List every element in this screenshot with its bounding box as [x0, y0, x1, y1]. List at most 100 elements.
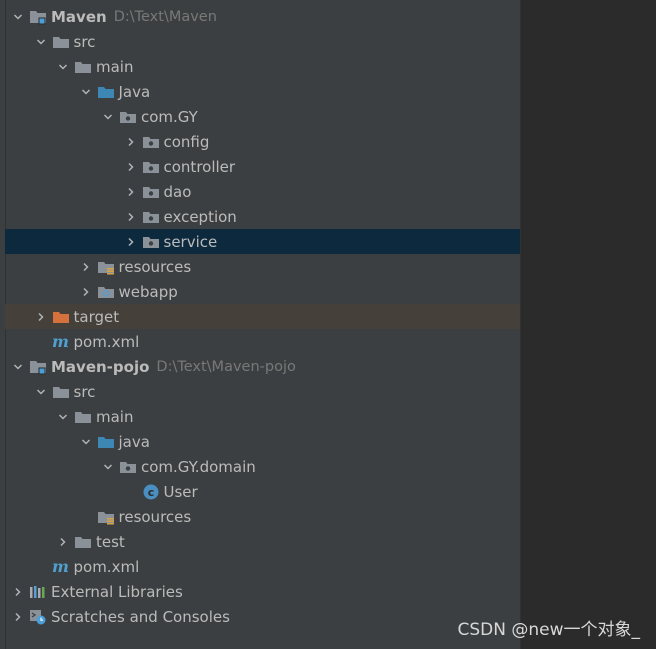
- chevron-down-icon[interactable]: [7, 4, 29, 29]
- package-icon: [119, 109, 137, 125]
- chevron-down-icon[interactable]: [30, 379, 52, 404]
- package-icon: [119, 459, 137, 475]
- watermark: CSDN @new一个对象_: [457, 620, 640, 640]
- chevron-down-icon[interactable]: [75, 429, 97, 454]
- tree-item-label: Maven-pojo: [51, 357, 150, 376]
- tree-item-label: src: [73, 32, 96, 51]
- web-folder-icon: [97, 284, 115, 300]
- svg-text:c: c: [147, 486, 154, 499]
- tree-row-main[interactable]: main: [5, 54, 520, 79]
- tree-item-label: Maven: [51, 7, 107, 26]
- chevron-right-icon[interactable]: [7, 604, 29, 629]
- editor-area: [521, 0, 656, 649]
- tree-row-resources[interactable]: resources: [5, 504, 520, 529]
- chevron-right-icon[interactable]: [30, 304, 52, 329]
- tree-item-label: src: [73, 382, 96, 401]
- package-icon: [142, 209, 160, 225]
- tree-row-external-libraries[interactable]: External Libraries: [5, 579, 520, 604]
- chevron-right-icon[interactable]: [52, 529, 74, 554]
- tree-item-label: controller: [163, 157, 236, 176]
- tree-item-label: External Libraries: [51, 582, 183, 601]
- no-arrow: [75, 504, 97, 529]
- tree-row-src[interactable]: src: [5, 379, 520, 404]
- chevron-down-icon[interactable]: [52, 54, 74, 79]
- tree-row-exception[interactable]: exception: [5, 204, 520, 229]
- tree-item-label: Scratches and Consoles: [51, 607, 230, 626]
- tree-item-label: target: [73, 307, 120, 326]
- package-icon: [142, 159, 160, 175]
- tree-row-com-gy[interactable]: com.GY: [5, 104, 520, 129]
- folder-icon: [74, 409, 92, 425]
- source-folder-icon: [97, 84, 115, 100]
- tree-item-label: pom.xml: [73, 332, 140, 351]
- tree-item-label: resources: [118, 257, 192, 276]
- chevron-right-icon[interactable]: [75, 279, 97, 304]
- tree-item-label: User: [163, 482, 198, 501]
- tree-item-label: java: [118, 432, 150, 451]
- tree-row-target[interactable]: target: [5, 304, 520, 329]
- folder-icon: [52, 34, 70, 50]
- module-path: D:\Text\Maven-pojo: [156, 358, 296, 375]
- chevron-down-icon[interactable]: [7, 354, 29, 379]
- no-arrow: [30, 329, 52, 354]
- chevron-right-icon[interactable]: [120, 129, 142, 154]
- chevron-down-icon[interactable]: [30, 29, 52, 54]
- chevron-down-icon[interactable]: [97, 104, 119, 129]
- chevron-right-icon[interactable]: [120, 229, 142, 254]
- chevron-right-icon[interactable]: [75, 254, 97, 279]
- tree-item-label: dao: [163, 182, 192, 201]
- resources-folder-icon: [97, 509, 115, 525]
- maven-pom-icon: m: [52, 331, 69, 351]
- tree-item-label: pom.xml: [73, 557, 140, 576]
- tree-item-label: main: [96, 407, 134, 426]
- tree-item-label: com.GY: [141, 107, 198, 126]
- no-arrow: [120, 479, 142, 504]
- tree-item-label: config: [163, 132, 210, 151]
- tree-row-user[interactable]: c User: [5, 479, 520, 504]
- tree-row-resources[interactable]: resources: [5, 254, 520, 279]
- resources-folder-icon: [97, 259, 115, 275]
- tree-item-label: resources: [118, 507, 192, 526]
- tree-row-test[interactable]: test: [5, 529, 520, 554]
- package-icon: [142, 234, 160, 250]
- folder-icon: [74, 534, 92, 550]
- tree-row-maven[interactable]: Maven D:\Text\Maven: [5, 4, 520, 29]
- tree-row-dao[interactable]: dao: [5, 179, 520, 204]
- chevron-right-icon[interactable]: [120, 154, 142, 179]
- tree-row-java[interactable]: Java: [5, 79, 520, 104]
- maven-pom-icon: m: [52, 556, 69, 576]
- tree-item-label: exception: [163, 207, 237, 226]
- tree-row-java[interactable]: java: [5, 429, 520, 454]
- tree-item-label: service: [163, 232, 218, 251]
- module-folder-icon: [29, 9, 47, 25]
- chevron-right-icon[interactable]: [120, 179, 142, 204]
- tree-row-maven-pojo[interactable]: Maven-pojo D:\Text\Maven-pojo: [5, 354, 520, 379]
- tree-row-scratches-and-consoles[interactable]: Scratches and Consoles: [5, 604, 520, 629]
- tree-row-service[interactable]: service: [5, 229, 520, 254]
- tree-row-controller[interactable]: controller: [5, 154, 520, 179]
- tree-row-webapp[interactable]: webapp: [5, 279, 520, 304]
- source-folder-icon: [97, 434, 115, 450]
- package-icon: [142, 134, 160, 150]
- tree-row-src[interactable]: src: [5, 29, 520, 54]
- tree-item-label: com.GY.domain: [141, 457, 256, 476]
- chevron-right-icon[interactable]: [7, 579, 29, 604]
- chevron-down-icon[interactable]: [75, 79, 97, 104]
- tree-row-main[interactable]: main: [5, 404, 520, 429]
- folder-icon: [74, 59, 92, 75]
- tree-row-config[interactable]: config: [5, 129, 520, 154]
- package-icon: [142, 184, 160, 200]
- chevron-right-icon[interactable]: [120, 204, 142, 229]
- module-path: D:\Text\Maven: [113, 8, 217, 25]
- class-icon: c: [142, 484, 160, 500]
- folder-icon: [52, 384, 70, 400]
- tree-item-label: webapp: [118, 282, 178, 301]
- chevron-down-icon[interactable]: [52, 404, 74, 429]
- libraries-icon: [29, 584, 47, 600]
- tree-row-com-gy-domain[interactable]: com.GY.domain: [5, 454, 520, 479]
- chevron-down-icon[interactable]: [97, 454, 119, 479]
